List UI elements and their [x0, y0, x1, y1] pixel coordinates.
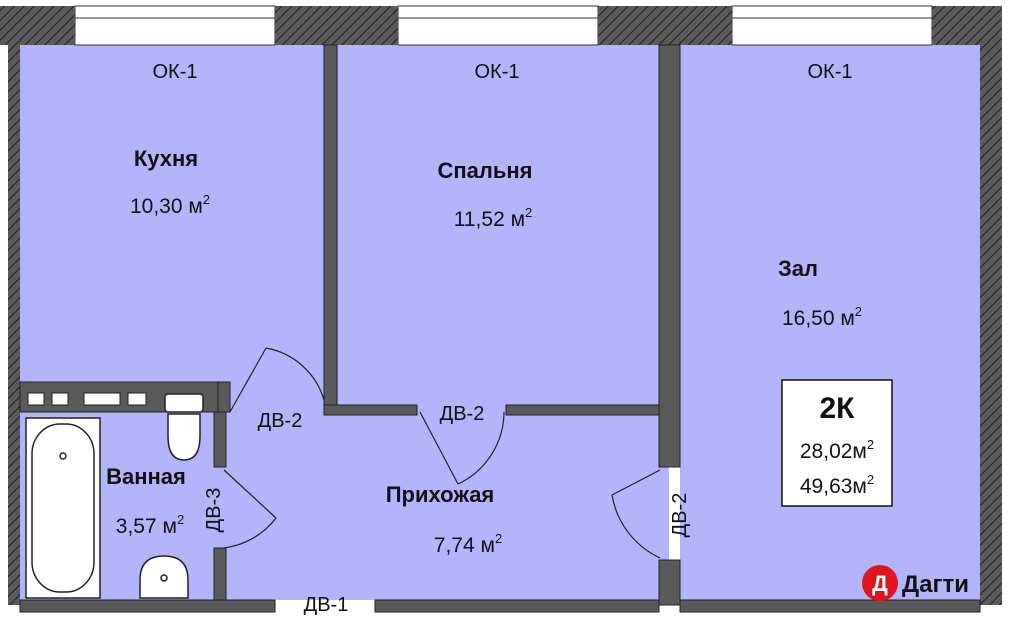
toilet [164, 393, 204, 461]
door-label-bedroom-left: ДВ-2 [258, 410, 303, 432]
brand-logo-icon [862, 565, 898, 601]
room-name-kitchen: Кухня [134, 146, 198, 171]
sink [139, 555, 189, 599]
room-area-corridor: 7,74 м2 [434, 531, 502, 557]
window-label-hall: ОК-1 [808, 61, 853, 83]
bathtub [25, 417, 101, 599]
window-labels: ОК-1 ОК-1 ОК-1 [153, 61, 853, 83]
room-area-hall: 16,50 м2 [782, 304, 862, 330]
summary-box: 2К 28,02м2 49,63м2 [781, 379, 893, 507]
window-hall [731, 5, 933, 46]
interior-walls [19, 44, 981, 613]
room-area-kitchen: 10,30 м2 [130, 192, 210, 218]
living-area: 28,02м2 [800, 437, 874, 463]
ducts [27, 392, 147, 406]
room-area-bedroom: 11,52 м2 [454, 205, 533, 231]
outer-walls [0, 6, 1002, 605]
door-label-hall: ДВ-2 [669, 493, 691, 538]
door-labels: ДВ-2 ДВ-2 ДВ-2 ДВ-3 ДВ-1 [203, 403, 691, 616]
window-kitchen [74, 5, 276, 46]
brand-name: Дагти [902, 571, 969, 598]
kitchen-fill [20, 45, 324, 385]
total-area: 49,63м2 [800, 472, 874, 498]
hall-fill [680, 45, 980, 600]
room-area-bathroom: 3,57 м2 [116, 512, 184, 538]
room-name-hall: Зал [778, 256, 818, 281]
room-name-bedroom: Спальня [437, 158, 532, 183]
brand-letter: Д [872, 571, 888, 596]
window-bedroom [397, 5, 599, 46]
brand-logo: Д Дагти [862, 565, 969, 601]
window-label-bedroom: ОК-1 [475, 61, 520, 83]
room-labels: Кухня 10,30 м2 Спальня 11,52 м2 Зал 16,5… [106, 146, 862, 557]
window-label-kitchen: ОК-1 [153, 61, 198, 83]
room-name-corridor: Прихожая [386, 482, 495, 507]
bedroom-fill [337, 45, 659, 410]
apartment-type: 2К [820, 392, 856, 425]
windows [74, 5, 933, 46]
door-label-bathroom: ДВ-3 [203, 488, 225, 533]
door-label-entrance: ДВ-1 [304, 594, 349, 616]
door-label-bedroom: ДВ-2 [440, 403, 485, 425]
room-name-bathroom: Ванная [106, 464, 186, 489]
door-swings [223, 347, 661, 559]
corridor-fill [224, 385, 669, 600]
